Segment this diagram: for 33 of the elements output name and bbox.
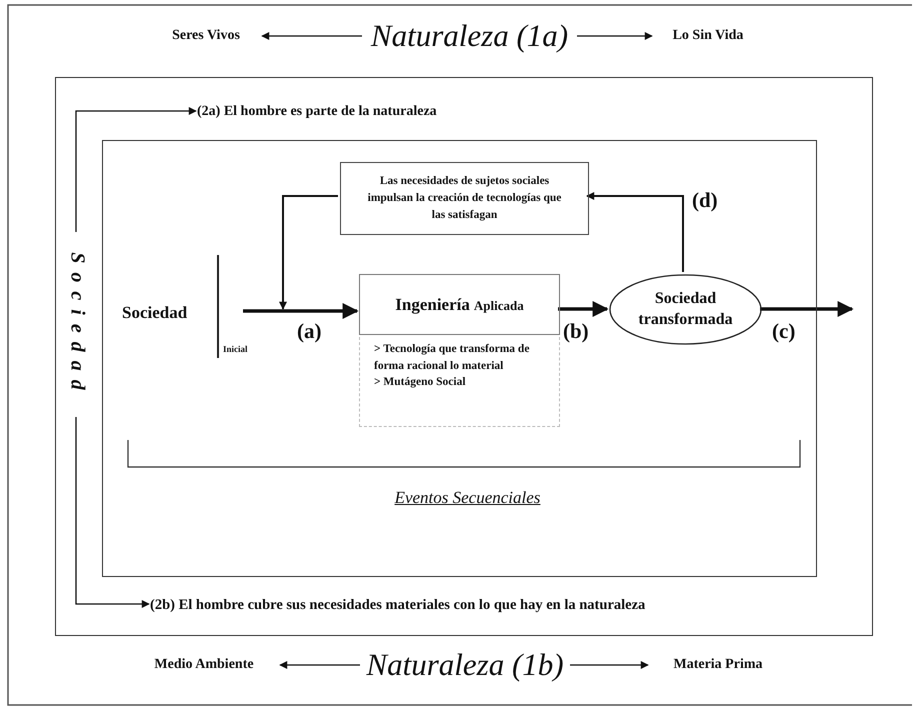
arrow — [577, 32, 653, 40]
edge-label: (b) — [563, 321, 589, 342]
text-label: Inicial — [223, 344, 248, 354]
edge-label: (a) — [297, 321, 322, 342]
heading-text: Naturaleza (1b) — [366, 647, 564, 683]
arrow — [279, 661, 360, 669]
arrow — [261, 32, 362, 40]
arrow — [75, 107, 197, 232]
text-label: (2a) El hombre es parte de la naturaleza — [197, 104, 437, 120]
process-box: Ingeniería Aplicada — [359, 274, 560, 335]
edge-label: (c) — [772, 321, 796, 342]
arrow — [570, 661, 649, 669]
ellipse-node: Sociedad transformada — [609, 274, 762, 345]
arrow — [760, 301, 854, 317]
text-label: Medio Ambiente — [154, 657, 254, 673]
text-label: Eventos Secuenciales — [394, 488, 540, 507]
frame-box — [102, 140, 817, 577]
frame-box — [55, 77, 873, 636]
arrow — [558, 301, 609, 317]
text-label: Sociedad — [122, 303, 188, 323]
arrow — [243, 303, 359, 319]
heading-text: Naturaleza (1a) — [370, 18, 568, 54]
arrow — [586, 192, 684, 272]
text-label: (2b) El hombre cubre sus necesidades materiales con lo que hay en la naturaleza — [150, 596, 646, 614]
text-label: Materia Prima — [673, 657, 762, 673]
text-box: Las necesidades de sujetos sociales impulsan la creación de tecnologías que las satisfagan — [340, 162, 589, 235]
arrow — [75, 417, 150, 608]
text-label: Lo Sin Vida — [672, 28, 744, 44]
edge-label: (d) — [692, 190, 718, 211]
text-label: Seres Vivos — [172, 28, 240, 44]
note-box: > Tecnología que transforma de forma racional lo material > Mutágeno Social — [359, 337, 560, 427]
arrow — [279, 195, 338, 310]
vertical-text: Sociedad — [66, 252, 88, 399]
